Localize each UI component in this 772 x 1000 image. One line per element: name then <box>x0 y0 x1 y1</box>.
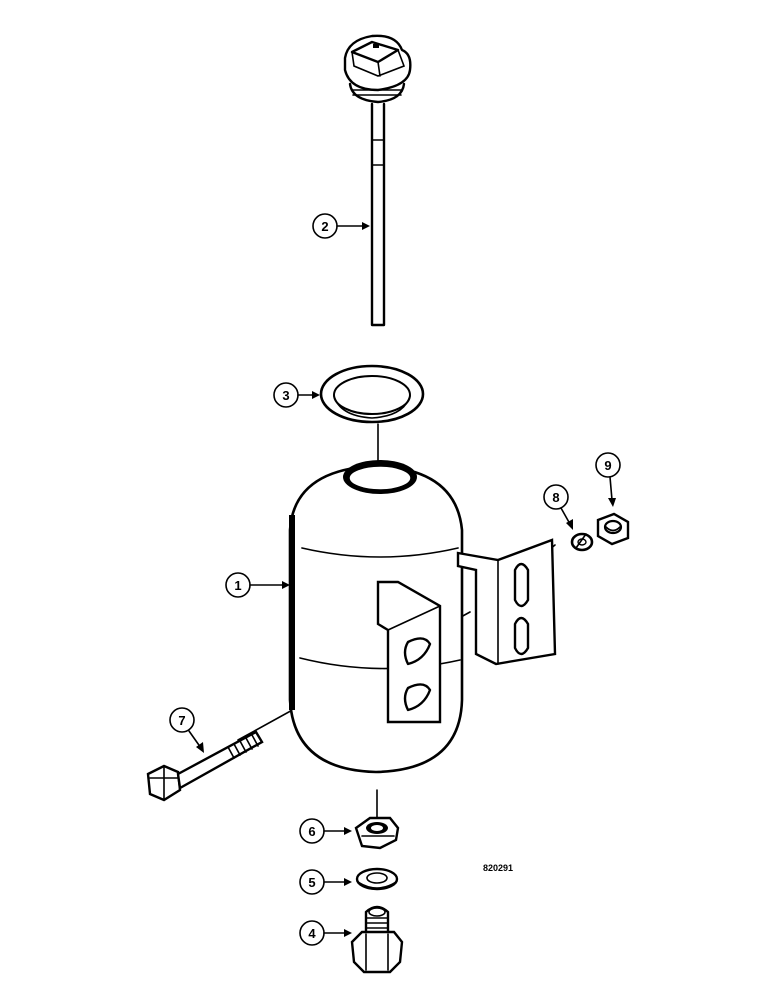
dipstick-cap <box>343 34 412 104</box>
dipstick-assembly <box>343 34 412 327</box>
callout-4-label: 4 <box>308 926 316 941</box>
lock-washer <box>570 532 594 552</box>
drawing-number: 820291 <box>483 863 513 873</box>
callout-9: 9 <box>595 452 621 507</box>
callout-2-label: 2 <box>321 219 328 234</box>
callout-1-label: 1 <box>234 578 241 593</box>
mounting-bolt <box>146 730 264 802</box>
drain-fitting <box>350 905 404 974</box>
callout-3-label: 3 <box>282 388 289 403</box>
flat-washer <box>355 867 399 891</box>
callout-6: 6 <box>299 818 352 844</box>
callout-4: 4 <box>299 920 352 946</box>
callout-6-label: 6 <box>308 824 315 839</box>
callout-5-label: 5 <box>308 875 315 890</box>
tank-body <box>288 460 557 774</box>
callout-3: 3 <box>273 382 320 408</box>
callout-9-label: 9 <box>604 458 611 473</box>
callout-5: 5 <box>299 869 352 895</box>
callout-7-label: 7 <box>178 713 185 728</box>
callout-2: 2 <box>312 213 370 239</box>
sealing-ring <box>319 364 425 424</box>
dipstick-blade <box>370 102 386 327</box>
callout-8: 8 <box>543 484 573 530</box>
hex-nut-bottom <box>354 816 400 850</box>
hex-nut-top <box>596 512 630 546</box>
callout-7: 7 <box>169 707 204 753</box>
callout-8-label: 8 <box>552 490 559 505</box>
callout-1: 1 <box>225 572 290 598</box>
